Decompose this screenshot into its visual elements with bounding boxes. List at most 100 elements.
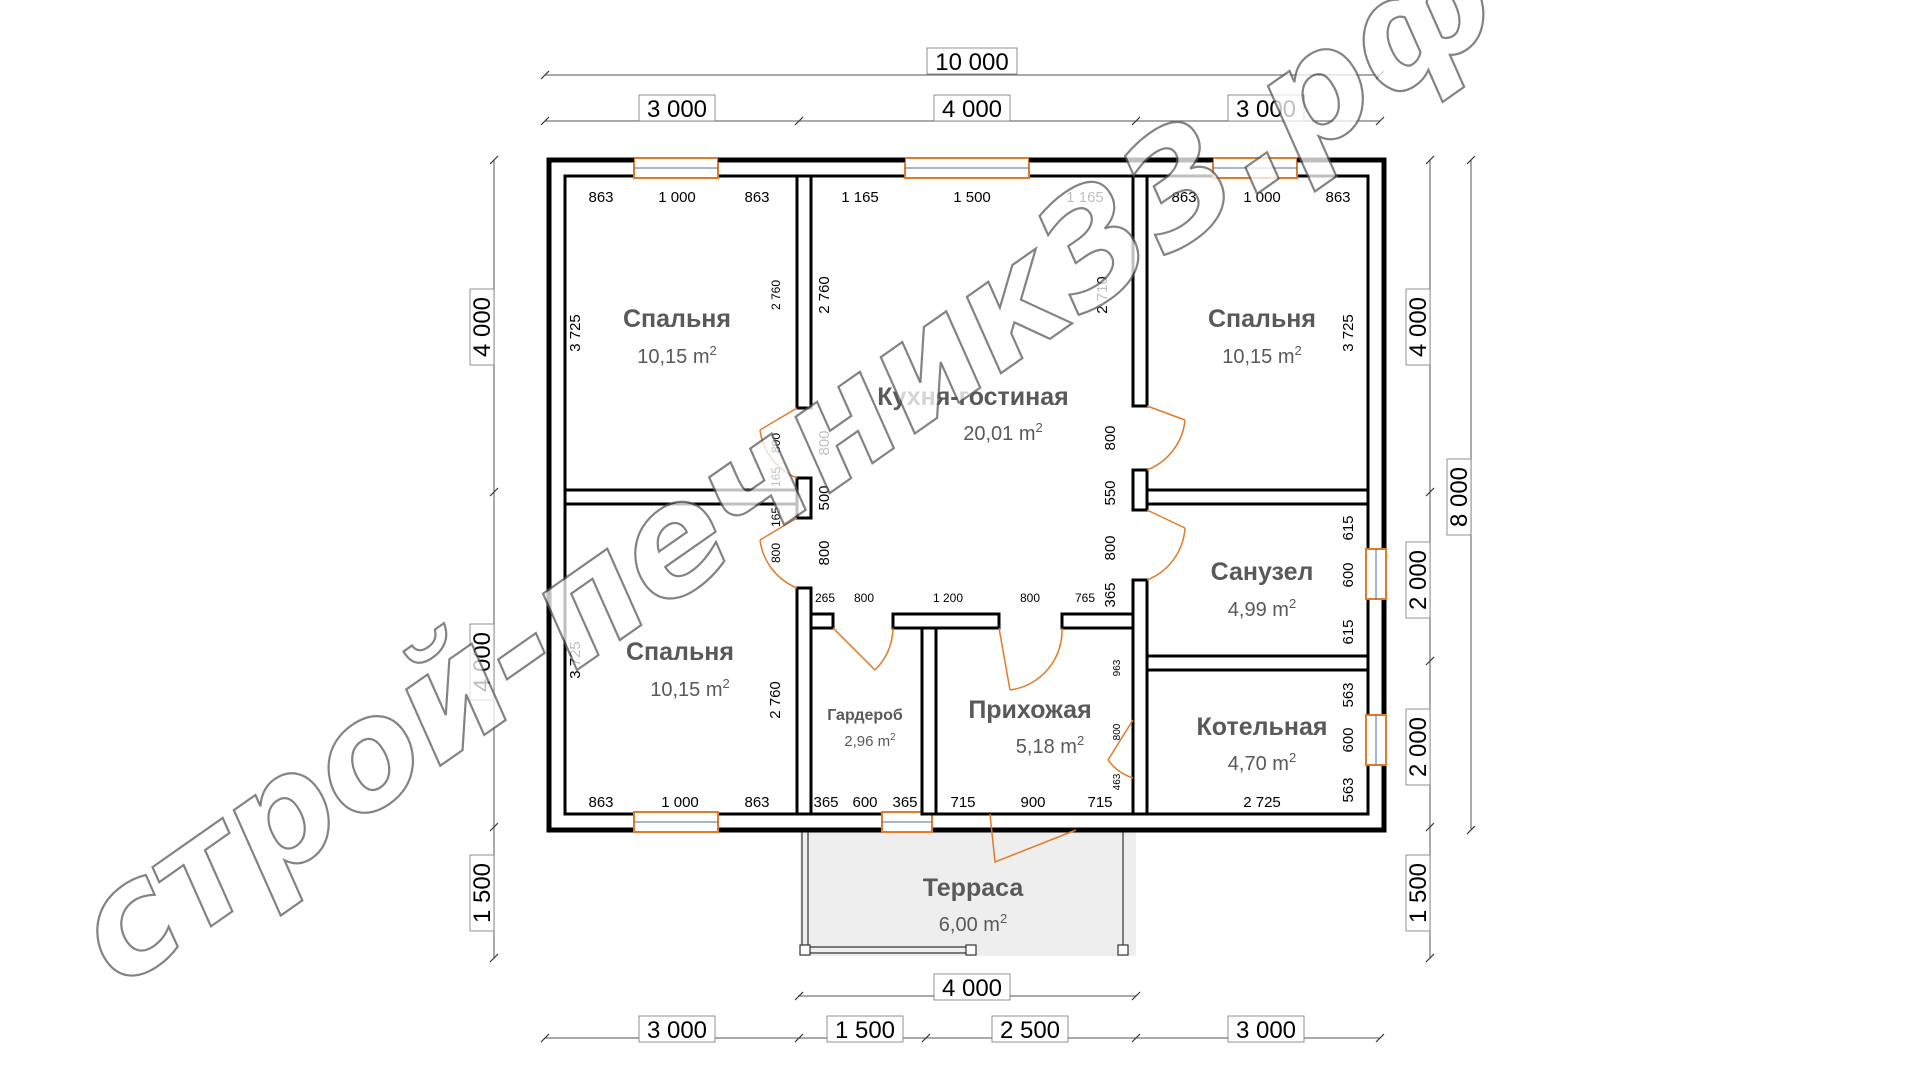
dim-h-a: 715 [950, 794, 975, 811]
room-area-bedroom-bl: 10,15 m [650, 679, 722, 701]
dim-k-right-door2: 800 [1102, 535, 1119, 560]
dim-top-right: 3 000 [1236, 96, 1296, 123]
room-area-hallway: 5,18 m [1016, 736, 1077, 758]
room-area-terrace: 6,00 m [939, 914, 1000, 936]
dim-bath-c: 615 [1340, 619, 1357, 644]
dim-bl-door-top: 800 [769, 433, 783, 453]
watermark-text: строй-печник33.рф [41, 0, 1529, 1019]
dim-w-a: 365 [813, 794, 838, 811]
svg-text:6,00 m2: 6,00 m2 [939, 911, 1007, 936]
terrace-area [800, 829, 1136, 956]
svg-text:20,01 m2: 20,01 m2 [963, 420, 1043, 445]
window-glass [634, 167, 1377, 823]
dim-bl-left-h: 3 725 [567, 641, 584, 679]
dim-bl-b: 1 000 [661, 794, 699, 811]
dim-bl-a: 863 [588, 794, 613, 811]
dim-k-right-pier: 550 [1102, 480, 1119, 505]
dim-k-bot-800a: 800 [854, 591, 874, 605]
dim-bl-165a: 165 [769, 467, 783, 487]
dim-w-c: 365 [892, 794, 917, 811]
interior-walls [563, 174, 1370, 816]
dim-h-800: 800 [1112, 723, 1123, 740]
svg-text:10,15 m2: 10,15 m2 [650, 676, 730, 701]
svg-text:10,15 m2: 10,15 m2 [637, 343, 717, 368]
room-area-wardrobe: 2,96 m [844, 733, 890, 750]
dim-tl-right-h: 2 760 [769, 280, 783, 310]
room-name-hallway: Прихожая [968, 696, 1091, 724]
dim-top-mid: 4 000 [942, 96, 1002, 123]
room-name-terrace: Терраса [923, 874, 1025, 902]
dim-tl-a: 863 [588, 189, 613, 206]
dim-k-c: 1 165 [1066, 189, 1104, 206]
dim-bottom-left: 3 000 [647, 1017, 707, 1044]
dim-tr-c: 863 [1325, 189, 1350, 206]
room-name-boiler: Котельная [1197, 713, 1328, 741]
room-name-wardrobe: Гардероб [827, 707, 903, 724]
dim-bottom-right: 3 000 [1236, 1017, 1296, 1044]
dim-bl-door: 800 [769, 543, 783, 563]
svg-text:2,96 m2: 2,96 m2 [844, 732, 896, 750]
dim-boil-b: 600 [1340, 727, 1357, 752]
dim-k-bot-1200: 1 200 [933, 591, 963, 605]
dim-terrace-width: 4 000 [942, 975, 1002, 1002]
dim-bl-165b: 165 [769, 507, 783, 527]
watermark: строй-печник33.рф [40, 0, 1530, 1021]
dim-h-b: 900 [1020, 794, 1045, 811]
room-name-bedroom-bl: Спальня [626, 638, 734, 666]
dim-bl-c: 863 [744, 794, 769, 811]
dim-bottom-c: 2 500 [1000, 1017, 1060, 1044]
dim-right-total: 8 000 [1446, 467, 1473, 527]
dim-bl-right-h: 2 760 [767, 681, 784, 719]
dim-left-upper: 4 000 [469, 297, 496, 357]
dim-right-boiler: 2 000 [1405, 717, 1432, 777]
dim-w-b: 600 [852, 794, 877, 811]
dim-k-bot-365: 365 [1102, 582, 1119, 607]
dim-right-terrace: 1 500 [1405, 863, 1432, 923]
dimension-labels: 10 000 3 000 4 000 3 000 4 000 3 000 1 5… [469, 47, 1473, 1044]
room-name-bedroom-tl: Спальня [623, 305, 731, 333]
dim-h-c: 715 [1087, 794, 1112, 811]
dim-k-a: 1 165 [841, 189, 879, 206]
dim-k-bot-800b: 800 [1020, 591, 1040, 605]
room-labels: Спальня 10,15 m2 Кухня-гостиная 20,01 m2… [623, 305, 1327, 936]
dim-k-right-h: 2 710 [1094, 276, 1111, 314]
dim-tr-b: 1 000 [1243, 189, 1281, 206]
room-name-kitchen: Кухня-гостиная [877, 383, 1069, 411]
room-area-bedroom-tr: 10,15 m [1222, 346, 1294, 368]
dim-k-pier: 500 [816, 485, 833, 510]
room-name-bedroom-tr: Спальня [1208, 305, 1316, 333]
dim-k-door1: 800 [816, 430, 833, 455]
dim-bath-b: 600 [1340, 562, 1357, 587]
room-area-bedroom-tl: 10,15 m [637, 346, 709, 368]
dim-tl-b: 1 000 [658, 189, 696, 206]
room-name-bathroom: Санузел [1211, 558, 1314, 586]
dim-top-left: 3 000 [647, 96, 707, 123]
dim-left-lower: 4 000 [469, 632, 496, 692]
svg-text:4,70 m2: 4,70 m2 [1228, 750, 1296, 775]
dim-right-upper: 4 000 [1405, 297, 1432, 357]
terrace-railing [799, 829, 1129, 956]
dim-left-terrace: 1 500 [469, 863, 496, 923]
dim-k-right-door1: 800 [1102, 425, 1119, 450]
dim-bottom-b: 1 500 [835, 1017, 895, 1044]
dim-boil-c: 563 [1340, 777, 1357, 802]
room-area-boiler: 4,70 m [1228, 753, 1289, 775]
svg-text:10,15 m2: 10,15 m2 [1222, 343, 1302, 368]
dim-tl-c: 863 [744, 189, 769, 206]
dim-k-left-h: 2 760 [816, 276, 833, 314]
dim-h-963: 963 [1112, 659, 1123, 676]
dim-b-bot: 2 725 [1243, 794, 1281, 811]
room-area-bathroom: 4,99 m [1228, 599, 1289, 621]
dim-h-463: 463 [1112, 773, 1123, 790]
dim-tr-a: 863 [1171, 189, 1196, 206]
dim-tl-left-h: 3 725 [567, 314, 584, 352]
dim-right-bath: 2 000 [1405, 550, 1432, 610]
doors [759, 405, 1186, 864]
dim-tr-right-h: 3 725 [1340, 314, 1357, 352]
dim-k-bot-265: 265 [815, 591, 835, 605]
dim-overall-width: 10 000 [935, 49, 1008, 76]
dim-k-door2: 800 [816, 540, 833, 565]
svg-text:5,18 m2: 5,18 m2 [1016, 733, 1084, 758]
dim-k-bot-765: 765 [1075, 591, 1095, 605]
